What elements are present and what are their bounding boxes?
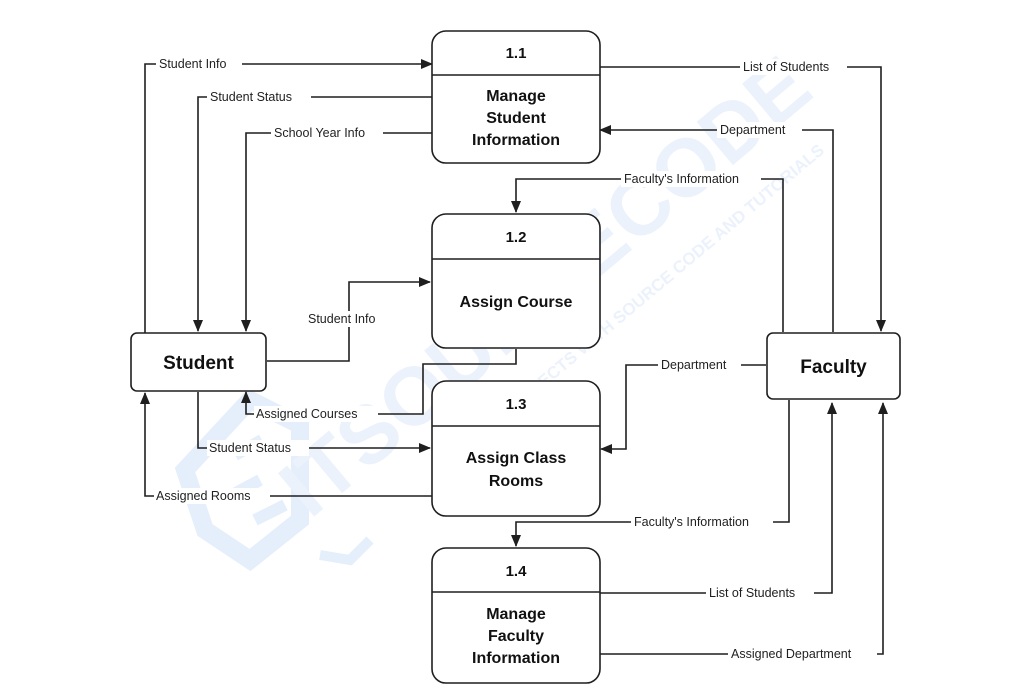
entity-faculty-label: Faculty [800,357,867,378]
flow-student-info-top [144,59,433,333]
process-name-line: Assign Class [466,450,567,467]
label-school-year-info: School Year Info [274,126,365,140]
label-list-of-students-bottom: List of Students [709,586,795,600]
entity-faculty[interactable]: Faculty [766,332,901,400]
process-number: 1.1 [506,45,527,62]
process-number: 1.2 [506,229,527,246]
flow-student-status-top [193,96,432,332]
label-list-of-students-top: List of Students [743,60,829,74]
process-number: 1.3 [506,396,527,413]
flow-assigned-rooms [140,392,432,497]
label-faculty-info-top: Faculty's Information [624,172,739,186]
flow-student-status-mid [197,392,431,453]
flow-department-mid [600,364,766,454]
process-1-3[interactable]: 1.3 Assign Class Rooms [431,380,601,517]
label-student-status-top: Student Status [210,90,292,104]
process-name-line: Manage [486,88,546,105]
label-assigned-department: Assigned Department [731,647,852,661]
label-student-info-mid: Student Info [308,312,375,326]
flow-list-of-students-bottom [600,402,837,594]
flow-department-top [599,125,834,332]
process-name-line: Assign Course [460,294,573,311]
flow-labels: Student Info Student Status School Year … [154,56,877,662]
entity-student-label: Student [163,353,234,374]
flow-assigned-courses [241,349,517,415]
entity-student[interactable]: Student [130,332,267,392]
label-department-mid: Department [661,358,727,372]
label-assigned-courses: Assigned Courses [256,407,357,421]
label-student-status-mid: Student Status [209,441,291,455]
label-student-info-top: Student Info [159,57,226,71]
label-department-top: Department [720,123,786,137]
process-1-4[interactable]: 1.4 Manage Faculty Information [431,547,601,684]
label-assigned-rooms: Assigned Rooms [156,489,251,503]
process-number: 1.4 [506,563,528,580]
label-faculty-info-bottom: Faculty's Information [634,515,749,529]
process-name-line: Manage [486,606,546,623]
flow-assigned-department [600,402,888,655]
process-1-1[interactable]: 1.1 Manage Student Information [431,30,601,164]
flow-school-year-info [241,132,432,332]
flow-list-of-students-top [598,66,886,332]
process-name-line: Student [486,110,546,127]
process-1-2[interactable]: 1.2 Assign Course [431,213,601,349]
process-name-line: Faculty [488,628,544,645]
process-name-line: Information [472,650,560,667]
process-name-line: Rooms [489,473,543,490]
process-name-line: Information [472,132,560,149]
